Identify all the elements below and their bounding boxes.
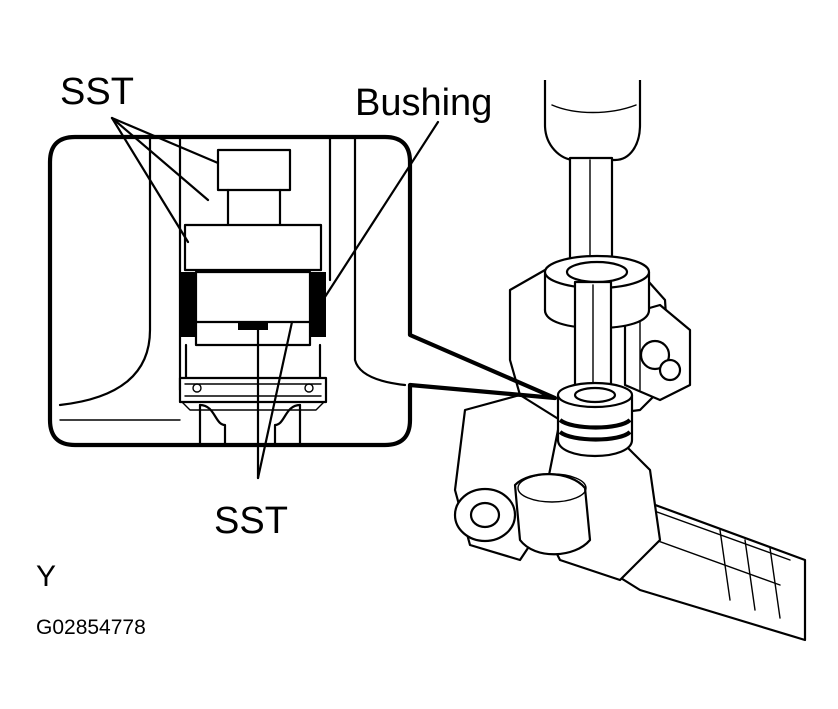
view-letter: Y <box>36 560 56 593</box>
leader-lines <box>110 116 440 480</box>
bushing-label: Bushing <box>355 82 492 124</box>
sst-tool-right <box>543 254 651 458</box>
sst-label-bottom: SST <box>214 500 288 542</box>
detail-callout <box>47 134 558 448</box>
press-ram <box>543 80 642 285</box>
sst-label-top: SST <box>60 71 134 113</box>
figure-code: G02854778 <box>36 616 146 639</box>
